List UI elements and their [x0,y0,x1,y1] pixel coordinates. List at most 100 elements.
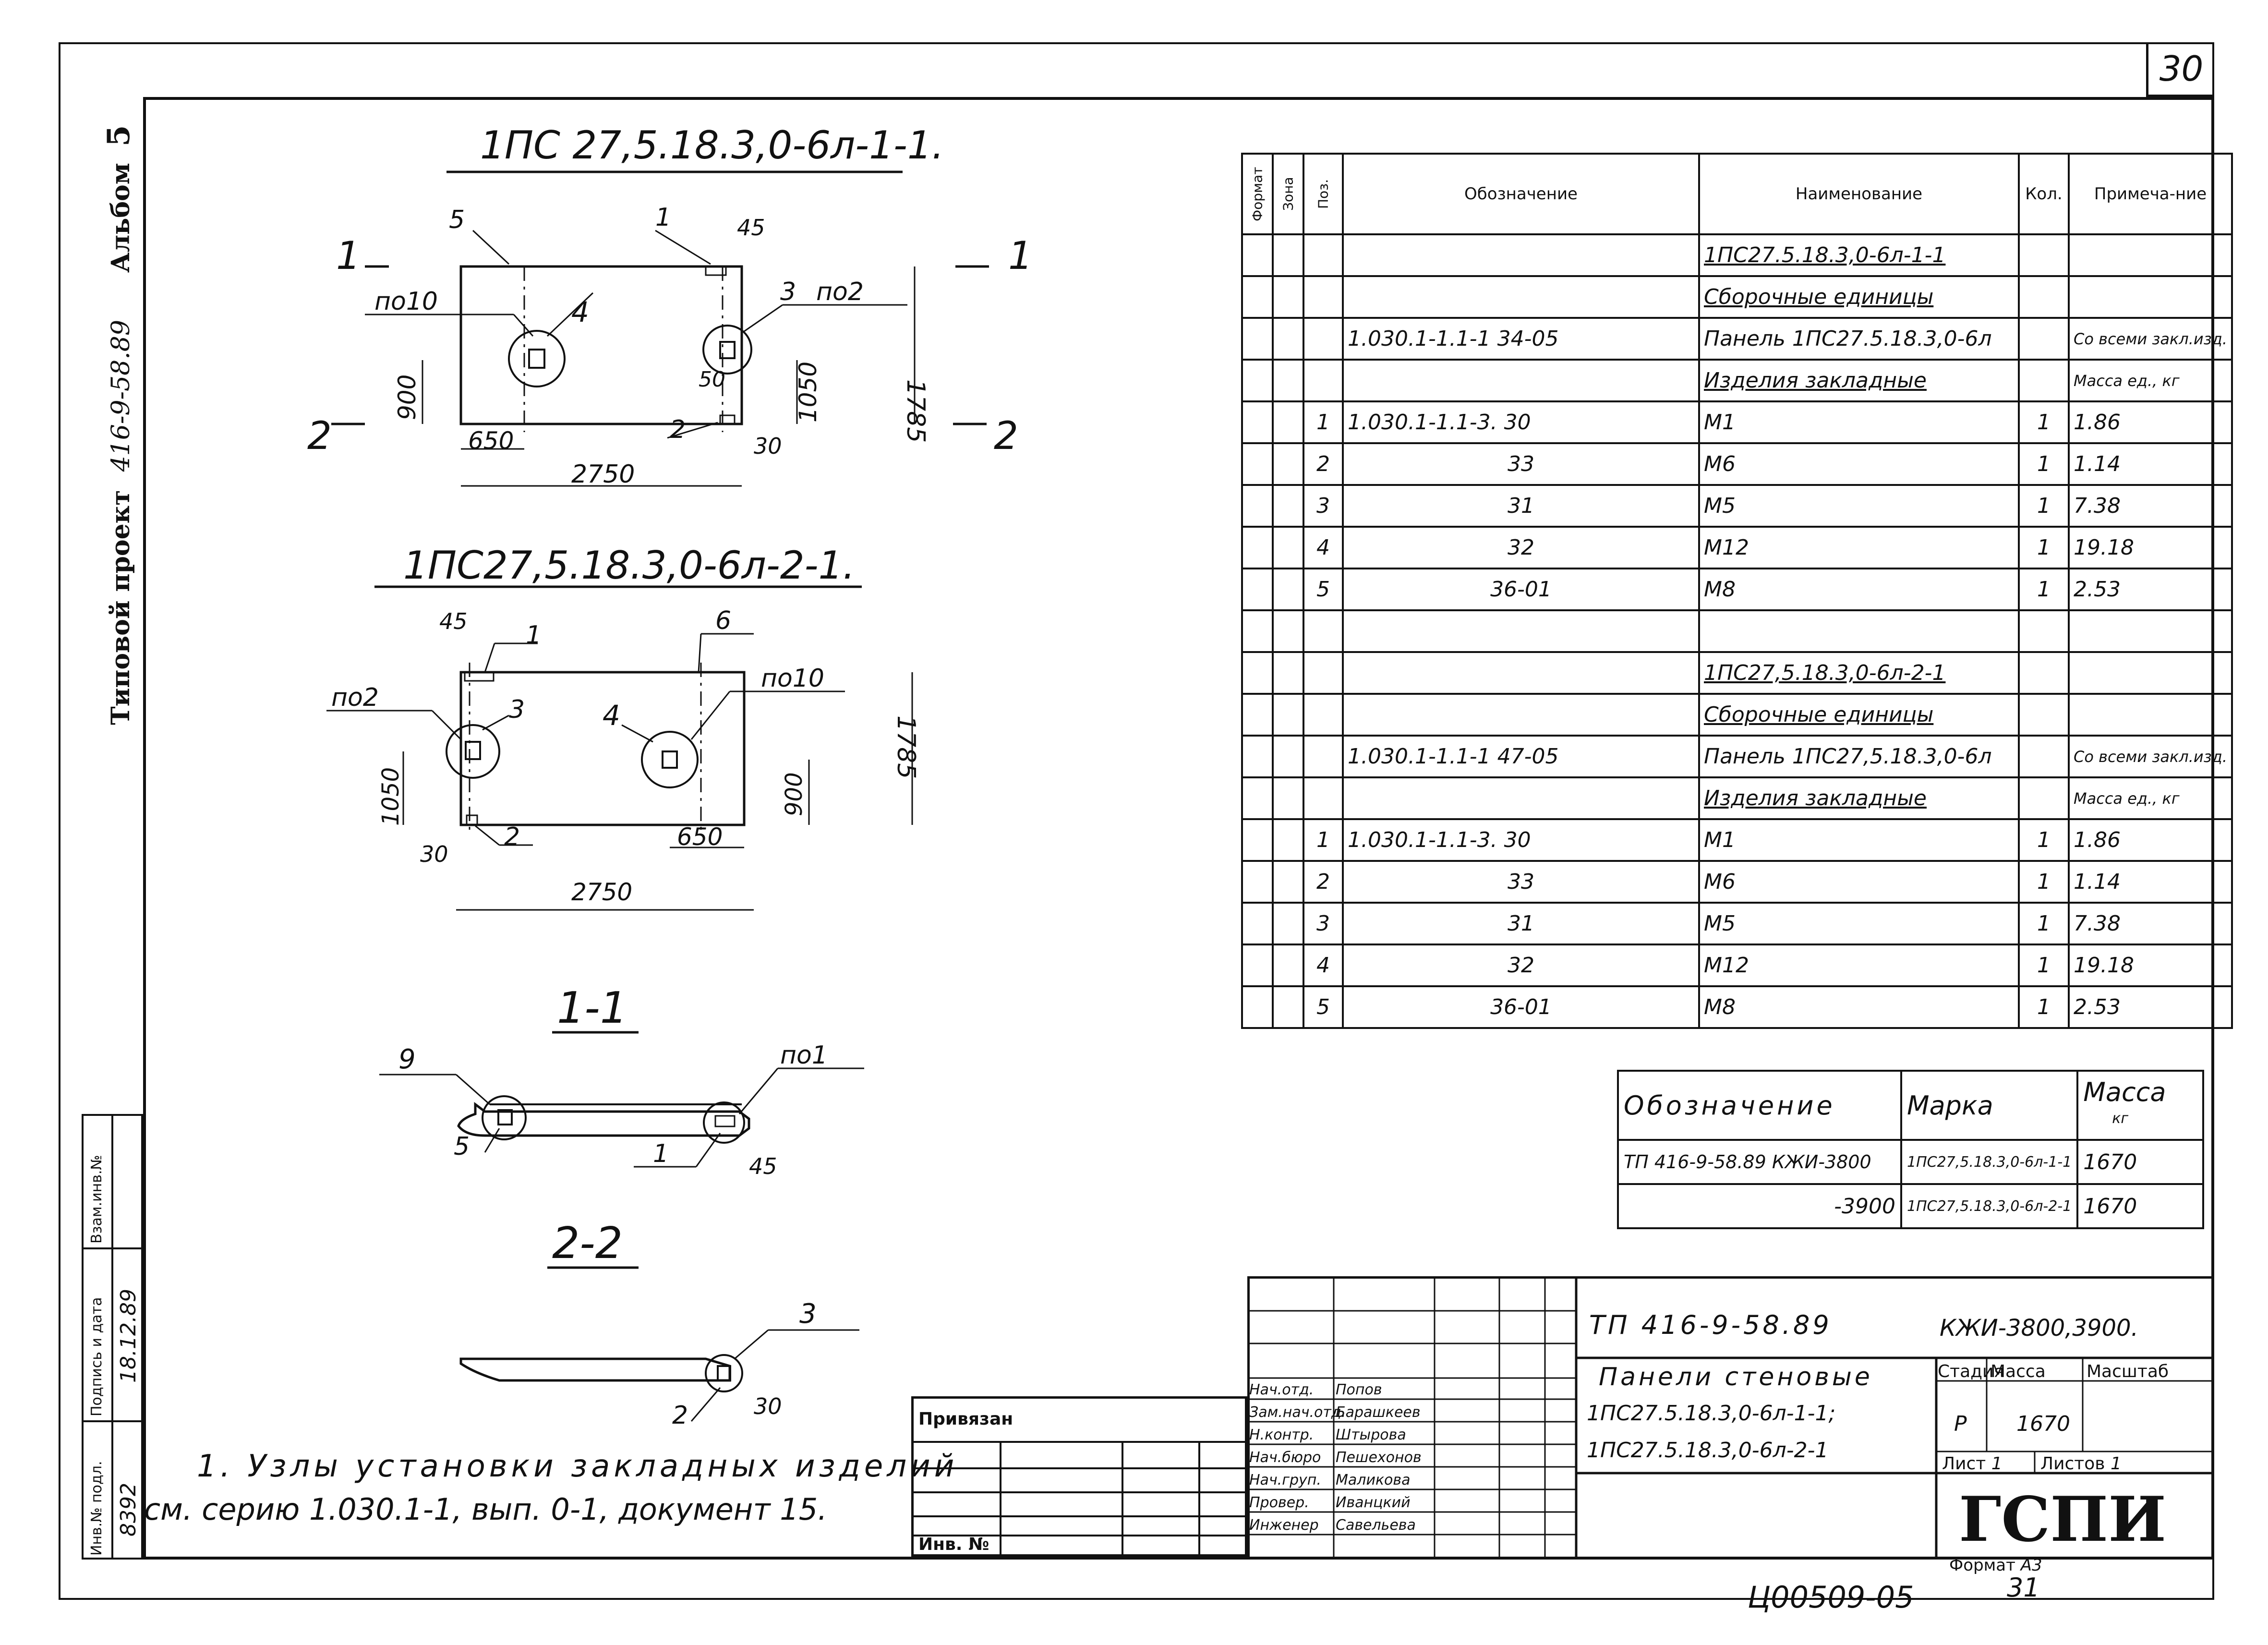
spec-format [1241,943,1274,987]
tb-person-name: Савельева [1336,1517,1416,1534]
view1-drawing: 1 1 2 2 5 1 45 по10 4 3 по2 50 2 30 900 … [307,203,1033,489]
spec-format [1241,568,1274,611]
col-designation: Обозначение [1342,153,1700,235]
spec-zone [1272,526,1304,569]
tb-title-line3: 1ПС27.5.18.3,0-6л-2-1 [1587,1438,1829,1463]
privyazan-inv-label: Инв. № [918,1535,989,1554]
spec-designation: 33 [1342,442,1700,486]
spec-pos: 2 [1303,442,1344,486]
tb-role: Н.контр. [1249,1427,1314,1443]
view2-leader-po2: по2 [331,683,379,712]
spec-designation [1342,275,1700,319]
spec-name: Изделия закладные [1698,776,2020,820]
spec-note [2067,275,2233,319]
tb-mass: 1670 [2016,1412,2070,1436]
spec-qty [2018,359,2070,402]
mark-row-1-mass: 1670 [2076,1139,2205,1185]
mark-col-mass-label: Масса [2083,1077,2166,1107]
view2-dim-1050: 1050 [377,767,404,826]
tb-sheet-label: Лист [1942,1454,1986,1474]
view1-leader-po2: по2 [816,278,864,306]
spec-note [2067,233,2233,277]
spec-note: Со всеми закл.изд. [2067,317,2233,361]
spec-format [1241,818,1274,862]
spec-pos: 2 [1303,860,1344,904]
spec-qty [2018,233,2070,277]
sec1-leader-5: 5 [454,1132,470,1161]
tb-mass-label: Масса [1991,1362,2046,1381]
sec1-leader-po1: по1 [780,1041,828,1070]
spec-format [1241,400,1274,444]
spec-note: 1.14 [2067,860,2233,904]
spec-pos: 5 [1303,568,1344,611]
spec-pos: 4 [1303,526,1344,569]
spec-name: М6 [1698,442,2020,486]
spec-designation: 31 [1342,902,1700,945]
note-line2: см. серию 1.030.1-1, вып. 0-1, документ … [144,1492,827,1527]
spec-zone [1272,693,1304,737]
view2-leader-2: 2 [504,822,520,851]
spec-pos [1303,359,1344,402]
spec-note: 7.38 [2067,902,2233,945]
spec-note: 7.38 [2067,484,2233,528]
spec-pos: 4 [1303,943,1344,987]
spec-zone [1272,860,1304,904]
view2-drawing: 45 1 6 по2 3 4 по10 2 30 1050 900 650 27… [326,606,920,911]
mark-table: Обозначение Марка Масса кг ТП 416-9-58.8… [1617,1070,2205,1229]
spec-format [1241,902,1274,945]
view2-leader-1: 1 [526,621,542,650]
view2-dim-900: 900 [781,772,808,816]
spec-pos: 3 [1303,484,1344,528]
sec2-leader-3: 3 [799,1298,817,1330]
spec-note: 1.86 [2067,400,2233,444]
mark-row-1-designation: ТП 416-9-58.89 КЖИ-3800 [1617,1139,1902,1185]
spec-pos: 5 [1303,985,1344,1029]
spec-format [1241,526,1274,569]
view2-dim-45: 45 [439,608,468,634]
tb-role: Провер. [1249,1494,1309,1511]
col-zone: Зона [1273,154,1303,234]
spec-zone [1272,651,1304,695]
spec-qty: 1 [2018,526,2070,569]
spec-format [1241,693,1274,737]
spec-zone [1272,442,1304,486]
spec-qty [2018,317,2070,361]
format-label: Формат А3 [1949,1556,2042,1575]
tb-person-name: Барашкеев [1336,1404,1421,1421]
view1-title: 1ПС 27,5.18.3,0-6л-1-1. [480,123,944,168]
view1-dim-45: 45 [737,215,765,241]
spec-designation: 1.030.1-1.1-3. 30 [1342,400,1700,444]
view1-sec2-left: 2 [307,413,332,458]
view2-leader-po10: по10 [761,664,824,693]
spec-row: Сборочные единицы [1241,693,2233,737]
tb-scale-label: Масштаб [2087,1362,2169,1381]
mark-col-designation: Обозначение [1617,1070,1902,1141]
spec-note: 2.53 [2067,568,2233,611]
spec-qty: 1 [2018,943,2070,987]
spec-qty: 1 [2018,484,2070,528]
footer-stamp: Ц00509-05 [1748,1580,1914,1615]
spec-format [1241,484,1274,528]
spec-format [1241,233,1274,277]
col-format: Формат [1242,154,1273,234]
spec-designation: 33 [1342,860,1700,904]
spec-qty: 1 [2018,860,2070,904]
section2-title: 2-2 [552,1218,623,1269]
spec-row: 1ПС27.5.18.3,0-6л-1-1 [1241,233,2233,277]
spec-pos: 3 [1303,902,1344,945]
sheet-number: 30 [2146,43,2214,97]
spec-row: 1ПС27,5.18.3,0-6л-2-1 [1241,651,2233,695]
view1-dim-1050: 1050 [794,362,822,423]
view2-dim-1785: 1785 [892,715,920,779]
spec-row: Сборочные единицы [1241,275,2233,319]
tb-role: Инженер [1249,1517,1319,1534]
spec-name: Изделия закладные [1698,359,2020,402]
spec-name: Сборочные единицы [1698,275,2020,319]
col-name: Наименование [1698,153,2020,235]
spec-designation: 36-01 [1342,985,1700,1029]
spec-name: М1 [1698,818,2020,862]
